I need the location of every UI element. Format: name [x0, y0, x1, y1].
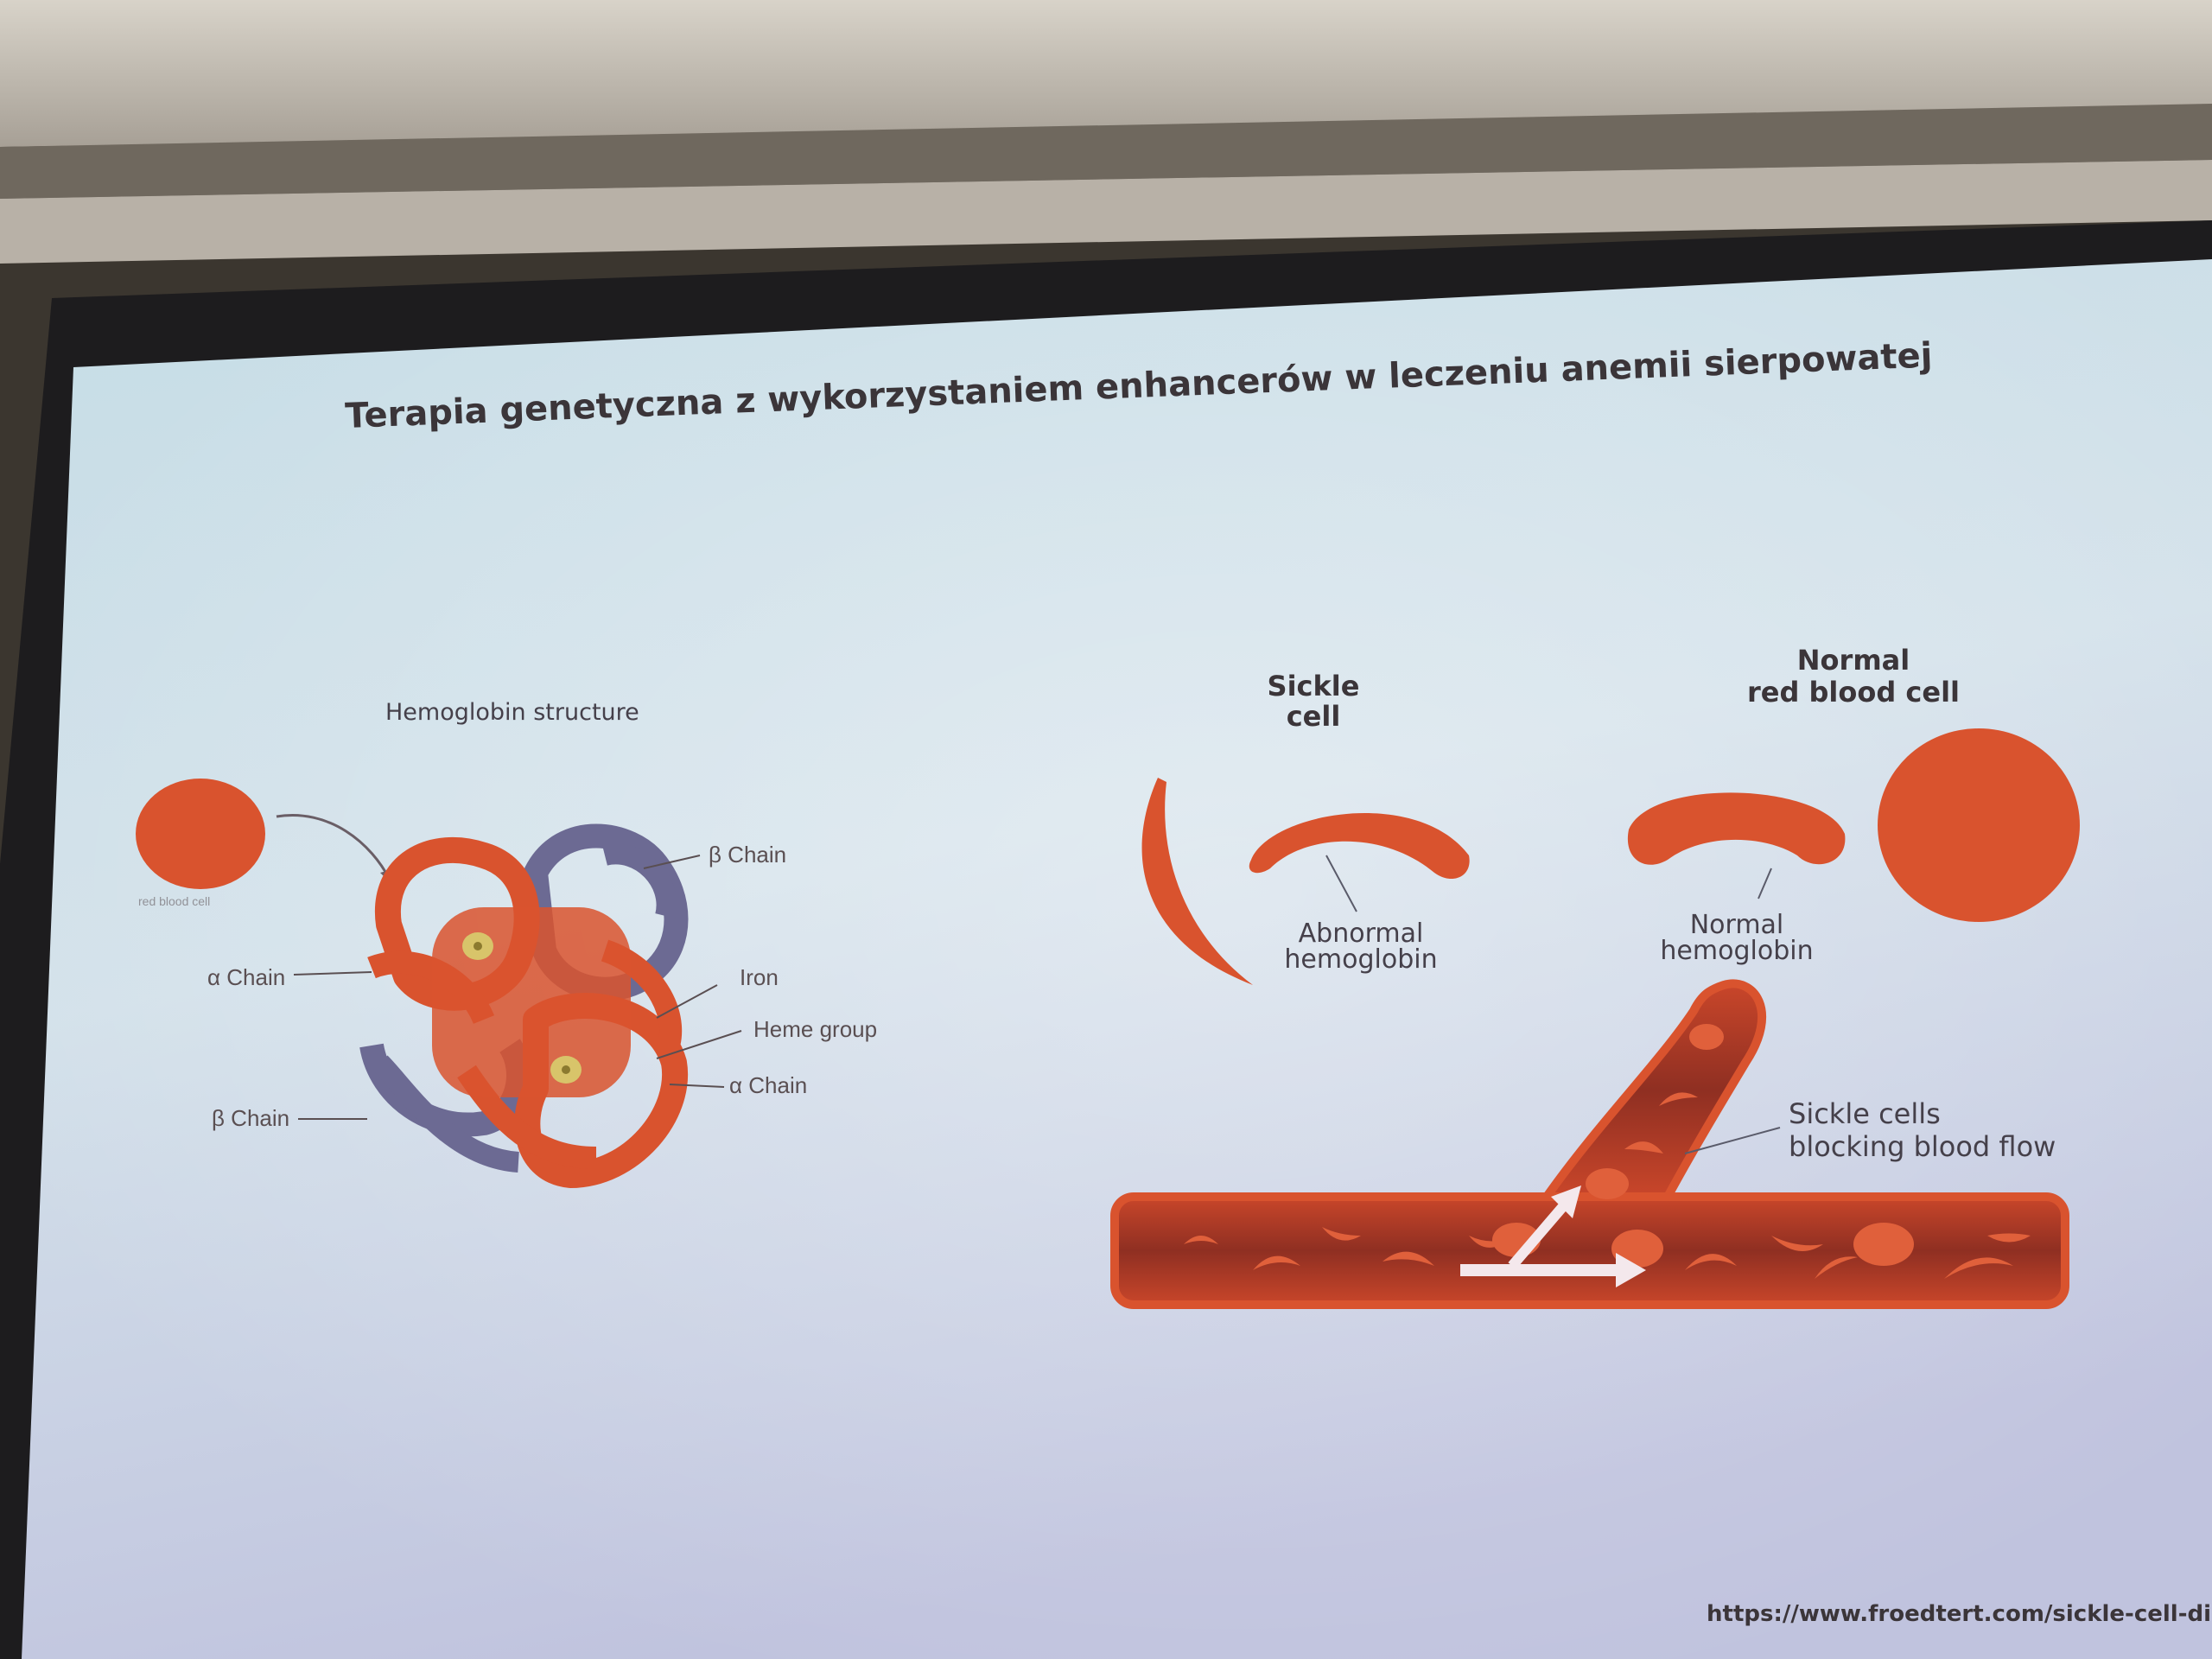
leader-heme [656, 1030, 742, 1059]
label-iron: Iron [740, 964, 779, 990]
label-beta-chain-bottom: β Chain [212, 1105, 289, 1131]
hemoglobin-molecule [359, 823, 689, 1188]
cell-caption: red blood cell [138, 894, 210, 908]
cell-arrow [276, 814, 392, 882]
label-heme-group: Heme group [753, 1016, 877, 1042]
leader-blocking [1684, 1127, 1781, 1154]
normal-heading-line2: red blood cell [1747, 676, 1960, 709]
leader-normal [1758, 868, 1772, 899]
source-url: https://www.froedtert.com/sickle-cell-di… [1707, 1601, 2212, 1627]
slide-glare [22, 259, 2212, 1659]
normal-hemoglobin-line2: hemoglobin [1660, 936, 1813, 966]
label-alpha-chain-left: α Chain [207, 964, 285, 990]
blocking-label-line1: Sickle cells [1789, 1097, 1941, 1130]
red-blood-cell [136, 779, 265, 889]
blocking-label-line2: blocking blood flow [1789, 1130, 2056, 1163]
normal-cell-side [1627, 792, 1846, 865]
label-alpha-chain-right: α Chain [729, 1072, 807, 1098]
leader-abnormal [1325, 855, 1357, 912]
abnormal-hemoglobin-line1: Abnormal [1299, 918, 1424, 949]
blood-vessel [1110, 979, 2069, 1309]
leader-beta-top [643, 855, 701, 869]
sickle-heading-line1: Sickle [1268, 670, 1360, 702]
sickle-heading-line2: cell [1287, 700, 1341, 733]
leader-alpha-left [293, 971, 372, 976]
normal-red-blood-cell [1878, 728, 2080, 922]
leader-iron [656, 984, 718, 1019]
normal-heading-line1: Normal [1797, 644, 1910, 677]
ceiling [0, 0, 2212, 147]
leader-alpha-right [669, 1084, 725, 1088]
abnormal-hemoglobin-line2: hemoglobin [1284, 944, 1437, 975]
projector-bar [0, 160, 2212, 264]
sickle-cell-side [1249, 813, 1470, 880]
hemoglobin-heading: Hemoglobin structure [385, 699, 639, 726]
sickle-cell-crescent [1141, 778, 1253, 985]
label-beta-chain-top: β Chain [709, 842, 786, 868]
ceiling-beam [0, 104, 2212, 199]
normal-hemoglobin-line1: Normal [1690, 910, 1784, 940]
